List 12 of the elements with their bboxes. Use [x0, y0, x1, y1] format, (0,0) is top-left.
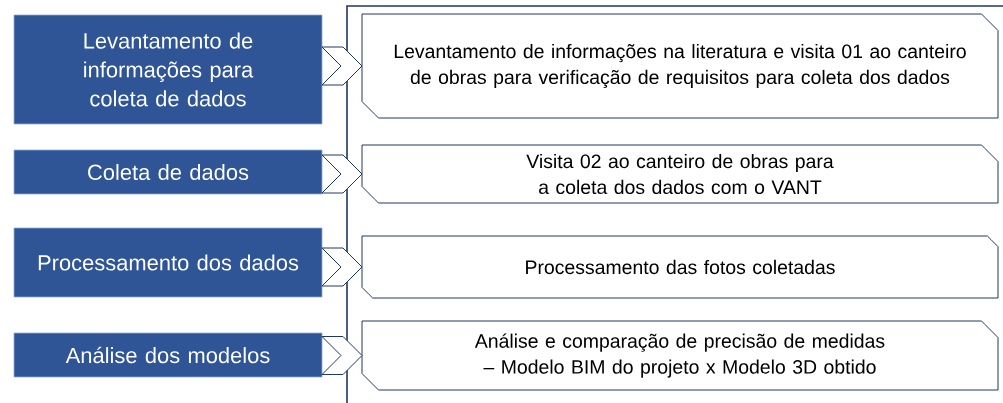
step-box: Coleta de dados	[13, 149, 323, 195]
description-box: Processamento das fotos coletadas	[361, 235, 999, 299]
description-box: Visita 02 ao canteiro de obras para a coleta dos dados com o VANT	[361, 144, 999, 204]
description-box: Análise e comparação de precisão de medidas – Modelo BIM do projeto x Modelo 3D obtido	[361, 320, 999, 391]
chevron-arrow	[321, 247, 363, 287]
chevron-arrow	[321, 46, 363, 86]
step-box: Análise dos modelos	[13, 332, 323, 378]
step-box: Processamento dos dados	[13, 227, 323, 298]
chevron-arrow	[321, 154, 363, 194]
description-box: Levantamento de informações na literatura e visita 01 ao canteiro de obras para verificação de requisitos para coleta dos dados	[361, 13, 999, 119]
step-box: Levantamento de informações para coleta de dados	[13, 14, 323, 125]
chevron-arrow	[321, 336, 363, 375]
